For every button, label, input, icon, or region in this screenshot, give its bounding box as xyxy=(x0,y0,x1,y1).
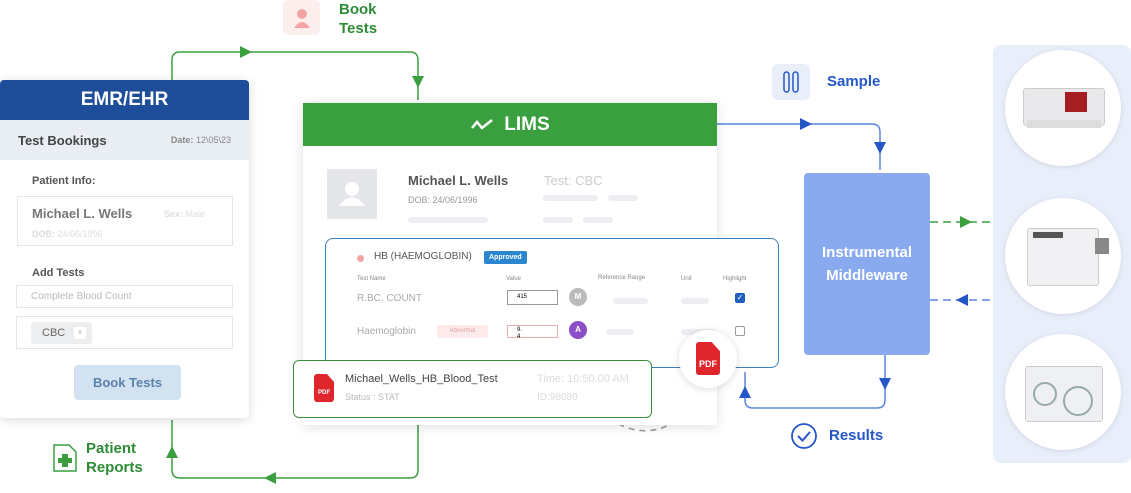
lims-patient-dob: DOB: 24/06/1996 xyxy=(408,195,478,205)
arrow-right-icon xyxy=(800,118,812,130)
analyzer-instrument-3 xyxy=(1005,334,1121,450)
lims-test: Test: CBC xyxy=(544,173,603,188)
header-reference-range: Reference Range xyxy=(598,275,646,281)
patient-reports-label: Patient Reports xyxy=(86,440,143,476)
header-value: Value xyxy=(506,276,521,282)
test-chip-label: CBC xyxy=(42,327,66,339)
arrow-down-icon xyxy=(879,378,891,390)
date-label: Date: xyxy=(170,135,194,145)
test-search-input[interactable]: Complete Blood Count xyxy=(16,285,233,308)
header-unit: Unit xyxy=(681,276,692,282)
arrow-right-icon xyxy=(240,46,252,58)
report-file-card[interactable]: PDF Michael_Wells_HB_Blood_Test Status :… xyxy=(293,360,652,418)
instruments-panel xyxy=(993,45,1131,463)
arrow-left-icon xyxy=(264,472,276,484)
report-file-name: Michael_Wells_HB_Blood_Test xyxy=(345,373,498,385)
status-dot xyxy=(357,255,364,262)
patient-avatar xyxy=(327,169,377,219)
add-tests-label: Add Tests xyxy=(32,267,85,279)
pdf-icon: PDF xyxy=(696,342,720,375)
row-test-name: Haemoglobin xyxy=(357,326,416,337)
abnormal-badge: Abnormal xyxy=(437,325,488,338)
emr-title: EMR/EHR xyxy=(0,80,249,120)
emr-panel: EMR/EHR Test Bookings Date: 12\05\23 Pat… xyxy=(0,80,249,418)
arrow-down-icon xyxy=(412,76,424,88)
book-tests-button[interactable]: Book Tests xyxy=(74,365,181,400)
patient-name: Michael L. Wells xyxy=(32,206,133,221)
patient-info-label: Patient Info: xyxy=(32,175,96,187)
medical-report-icon xyxy=(52,443,78,478)
highlight-checkbox-checked[interactable]: ✓ xyxy=(735,293,745,303)
result-title: HB (HAEMOGLOBIN) xyxy=(374,251,472,262)
row-test-name: R.BC. COUNT xyxy=(357,293,422,304)
arrow-right-icon xyxy=(960,216,972,228)
test-chip: CBC x xyxy=(31,322,92,344)
header-highlight: Highlight xyxy=(723,276,747,282)
user-icon xyxy=(283,0,320,35)
highlight-checkbox[interactable] xyxy=(735,326,745,336)
sample-label: Sample xyxy=(827,73,881,90)
results-label: Results xyxy=(829,427,884,444)
row-value-input[interactable]: 9. 4 xyxy=(507,325,558,340)
sex-label: Sex: xyxy=(164,209,184,219)
report-id: ID:98080 xyxy=(537,392,578,403)
arrow-left-icon xyxy=(956,294,968,306)
dob-value: 24/06/1996 xyxy=(57,229,103,239)
dob-label: DOB: xyxy=(32,229,55,239)
arrow-up-icon xyxy=(739,386,751,398)
test-tubes-icon xyxy=(772,64,810,100)
booking-date: 12\05\23 xyxy=(195,135,231,145)
arrow-up-icon xyxy=(166,446,178,458)
approved-badge: Approved xyxy=(484,251,527,264)
lims-patient-name: Michael L. Wells xyxy=(408,173,509,188)
instrumental-middleware: Instrumental Middleware xyxy=(804,173,930,355)
patient-info-card: Michael L. Wells Sex: Male DOB: 24/06/19… xyxy=(17,196,233,246)
header-test-name: Test Name xyxy=(357,276,386,282)
pdf-file-icon: PDF xyxy=(314,374,334,402)
check-circle-icon xyxy=(790,422,818,455)
report-status: Status : STAT xyxy=(345,392,400,402)
sex-value: Male xyxy=(185,209,206,219)
analyzer-instrument-1 xyxy=(1005,50,1121,166)
lims-title: LIMS xyxy=(504,113,550,135)
reviewer-avatar: A xyxy=(569,321,587,339)
row-value-input[interactable]: 415 xyxy=(507,290,558,305)
analyzer-instrument-2 xyxy=(1005,198,1121,314)
report-time: Time: 10:50.00 AM xyxy=(537,373,629,385)
trend-check-icon xyxy=(471,118,494,130)
pdf-export-button[interactable]: PDF xyxy=(679,330,737,388)
book-tests-label: Book Tests xyxy=(339,1,378,37)
remove-chip-button[interactable]: x xyxy=(74,327,86,339)
test-bookings-title: Test Bookings xyxy=(18,132,107,148)
reviewer-avatar: M xyxy=(569,288,587,306)
selected-tests-field[interactable]: CBC x xyxy=(16,316,233,349)
arrow-down-icon xyxy=(874,142,886,154)
